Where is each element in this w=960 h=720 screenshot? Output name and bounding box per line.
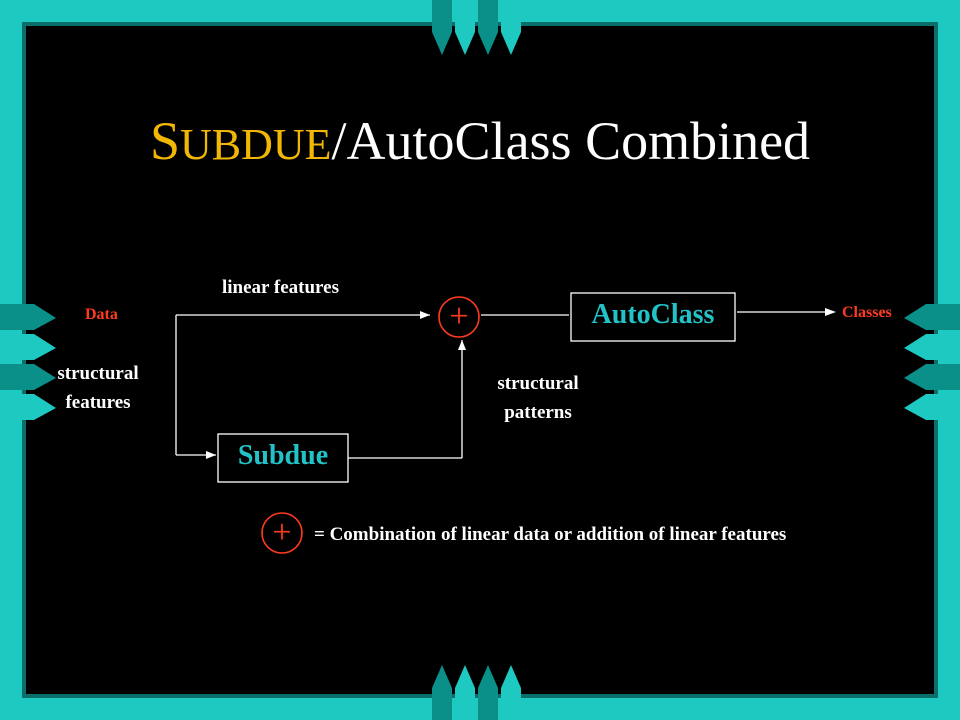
arrowhead-linear: [420, 311, 430, 319]
autoclass-box-label: AutoClass: [591, 299, 715, 330]
diagram-connectors: [175, 311, 826, 459]
arrowhead-classes: [825, 308, 836, 316]
subdue-box-label: Subdue: [237, 440, 329, 471]
structural-features-line2: features: [65, 392, 131, 413]
data-input-label: Data: [85, 306, 118, 323]
arrowhead-patterns: [458, 340, 466, 350]
combine-circle: [438, 296, 480, 338]
right-tab-decoration: [904, 304, 960, 420]
linear-features-label: linear features: [222, 277, 339, 298]
structural-patterns-line1: structural: [497, 373, 579, 394]
subdue-box: [217, 433, 349, 483]
combine-plus-icon: +: [449, 298, 469, 335]
structural-features-line1: structural: [57, 363, 139, 384]
title-suffix: /AutoClass Combined: [331, 111, 811, 171]
arrowheads: [206, 308, 836, 459]
arrowhead-subdue: [206, 451, 216, 459]
bottom-tab-decoration: [432, 665, 521, 720]
top-tab-decoration: [432, 0, 521, 55]
structural-patterns-line2: patterns: [504, 402, 572, 423]
legend-combine-circle: [261, 512, 303, 554]
classes-output-label: Classes: [842, 304, 892, 321]
title-prefix-rest: UBDUE: [179, 120, 332, 169]
legend-plus-icon: +: [272, 514, 292, 551]
slide-title: SUBDUE/AutoClass Combined: [0, 110, 960, 172]
title-prefix-first: S: [149, 111, 180, 171]
legend-text: = Combination of linear data or addition…: [314, 524, 787, 545]
left-tab-decoration: [0, 304, 56, 420]
autoclass-box: [570, 292, 736, 342]
